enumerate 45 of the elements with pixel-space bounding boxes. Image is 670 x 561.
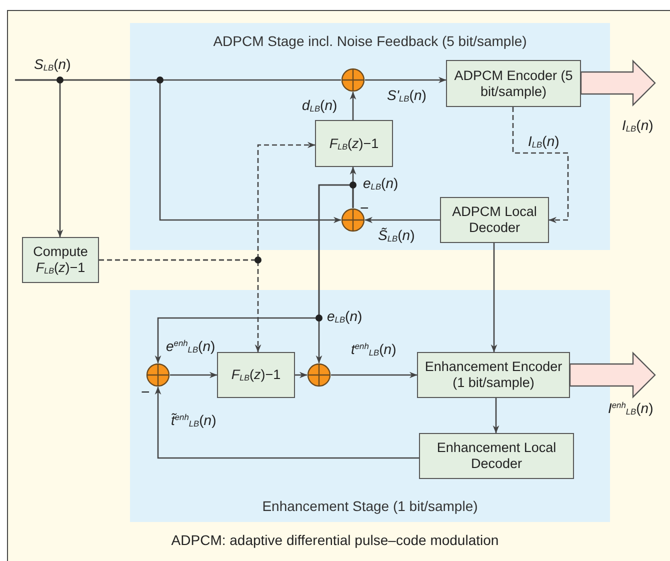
edge-label: t̃$^{enh}$$_{LB}$(n) [171,412,216,429]
edge-label: d$_{LB}$(n) [302,97,338,114]
arrow [154,386,419,459]
arrow [350,92,356,120]
output-arrow [569,352,656,398]
arrow [331,372,418,378]
edge-label: e$_{LB}$(n) [327,308,362,325]
summing-junction [341,68,365,92]
arrow [170,372,218,378]
process-box: F$_{LB}$(z)−1 [315,120,393,167]
edge-label: I$_{LB}$(n) [528,133,560,150]
process-box: ADPCM Encoder (5 bit/sample) [446,60,581,107]
arrow [154,184,354,364]
edge-label: I$_{LB}$(n) [622,117,654,134]
process-box: F$_{LB}$(z)−1 [217,352,295,398]
process-box: Enhancement Local Decoder [419,433,574,479]
stage-title: ADPCM Stage incl. Noise Feedback (5 bit/sample) [212,33,528,49]
edge-label: t$^{enh}$$_{LB}$(n) [351,341,396,358]
stage-panel [130,23,610,250]
minus-sign: − [360,200,369,217]
output-arrow [580,60,656,106]
stage-panel [130,290,610,522]
summing-junction [307,363,331,387]
edge-label: S'$_{LB}$(n) [387,87,426,104]
process-box: Enhancement Encoder (1 bit/sample) [417,352,570,398]
summing-junction [341,208,365,232]
arrow [15,79,342,224]
edge-label: e$_{LB}$(n) [363,175,398,192]
stage-title: Enhancement Stage (1 bit/sample) [261,498,479,514]
dashed-arrow [512,107,569,224]
arrow [492,398,500,434]
arrow [490,243,498,352]
arrow [364,216,440,224]
arrow [295,372,308,378]
edge-label: e$^{enh}$$_{LB}$(n) [166,338,216,355]
minus-sign: − [141,384,150,401]
edge-label: S$_{LB}$(n) [34,56,71,73]
arrow [365,76,446,84]
caption: ADPCM: adaptive differential pulse–code modulation [170,532,500,548]
process-box: ADPCM Local Decoder [440,197,549,243]
summing-junction [146,363,170,387]
process-box: Compute F$_{LB}$(z)−1 [22,237,99,283]
dashed-arrow [99,259,262,352]
edge-label: I$^{enh}$$_{LB}$(n) [608,400,654,417]
edge-label: S̃$_{LB}$(n) [378,227,415,244]
